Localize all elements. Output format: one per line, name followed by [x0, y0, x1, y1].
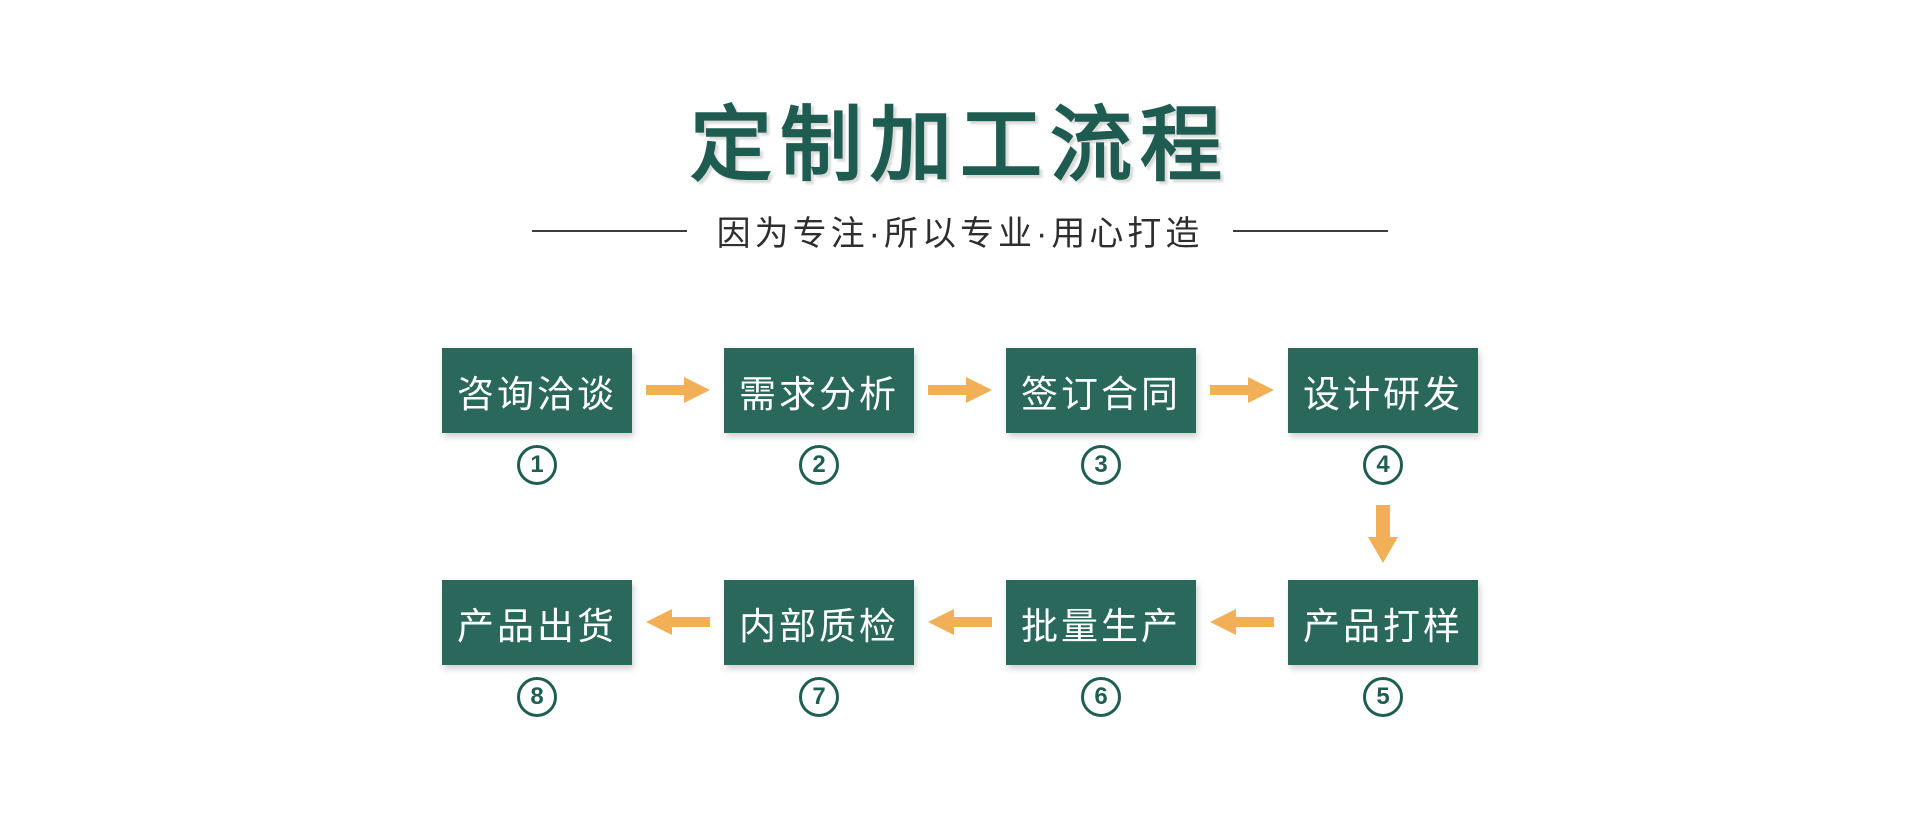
right-rule-line	[1233, 229, 1389, 232]
step-number-8: 8	[530, 683, 544, 710]
arrow-left-icon	[646, 609, 710, 635]
page-title: 定制加工流程	[689, 100, 1230, 191]
step-number-6: 6	[1094, 683, 1108, 710]
step-number-badge-7: 7	[799, 677, 839, 717]
arrow-right-icon	[646, 377, 710, 403]
step-cell-4: 设计研发 4	[1288, 348, 1478, 485]
arrow-down-icon	[1368, 505, 1398, 563]
step-number-3: 3	[1094, 451, 1108, 478]
step-box-3: 签订合同	[1006, 348, 1196, 433]
step-number-badge-8: 8	[517, 677, 557, 717]
step-cell-8: 产品出货 8	[442, 580, 632, 717]
step-number-badge-6: 6	[1081, 677, 1121, 717]
arrow-right-icon	[1210, 377, 1274, 403]
step-label-6: 批量生产	[1021, 605, 1181, 647]
step-cell-7: 内部质检 7	[724, 580, 914, 717]
step-cell-2: 需求分析 2	[724, 348, 914, 485]
step-box-8: 产品出货	[442, 580, 632, 665]
step-number-1: 1	[530, 451, 544, 478]
subtitle-row: 因为专注·所以专业·用心打造	[0, 206, 1920, 255]
step-label-1: 咨询洽谈	[457, 373, 617, 415]
step-label-3: 签订合同	[1021, 373, 1181, 415]
step-cell-6: 批量生产 6	[1006, 580, 1196, 717]
left-rule-line	[531, 229, 687, 232]
arrow-right-icon	[928, 377, 992, 403]
step-box-1: 咨询洽谈	[442, 348, 632, 433]
step-box-2: 需求分析	[724, 348, 914, 433]
step-number-badge-2: 2	[799, 445, 839, 485]
step-number-4: 4	[1376, 451, 1390, 478]
step-number-badge-3: 3	[1081, 445, 1121, 485]
step-number-5: 5	[1376, 683, 1390, 710]
step-box-6: 批量生产	[1006, 580, 1196, 665]
step-label-2: 需求分析	[739, 373, 899, 415]
step-number-2: 2	[812, 451, 826, 478]
step-box-5: 产品打样	[1288, 580, 1478, 665]
step-cell-3: 签订合同 3	[1006, 348, 1196, 485]
step-box-4: 设计研发	[1288, 348, 1478, 433]
step-label-8: 产品出货	[457, 605, 617, 647]
step-label-7: 内部质检	[739, 605, 899, 647]
step-cell-1: 咨询洽谈 1	[442, 348, 632, 485]
step-cell-5: 产品打样 5	[1288, 580, 1478, 717]
step-label-4: 设计研发	[1303, 373, 1463, 415]
step-label-5: 产品打样	[1303, 605, 1463, 647]
step-box-7: 内部质检	[724, 580, 914, 665]
arrow-left-icon	[1210, 609, 1274, 635]
step-number-7: 7	[812, 683, 826, 710]
step-number-badge-4: 4	[1363, 445, 1403, 485]
step-number-badge-1: 1	[517, 445, 557, 485]
arrow-left-icon	[928, 609, 992, 635]
step-number-badge-5: 5	[1363, 677, 1403, 717]
page-subtitle: 因为专注·所以专业·用心打造	[716, 215, 1204, 253]
